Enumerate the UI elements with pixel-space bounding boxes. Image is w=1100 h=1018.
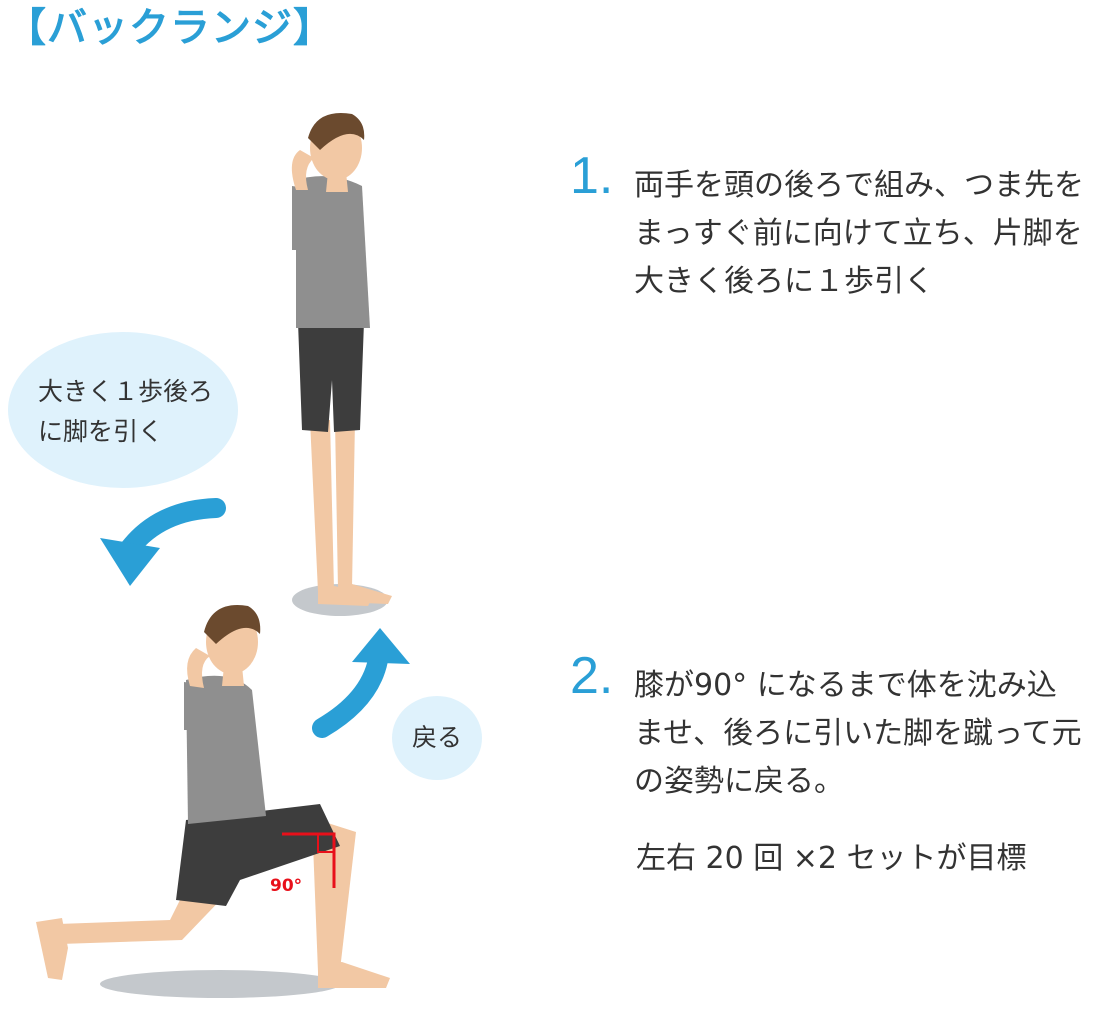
lunge-figure bbox=[36, 605, 390, 998]
step-line: 両手を頭の後ろで組み、つま先を bbox=[634, 168, 1084, 203]
step-line: まっすぐ前に向けて立ち、片脚を bbox=[634, 216, 1083, 251]
bubble-line: 大きく１歩後ろ bbox=[38, 377, 214, 406]
step-line: ませ、後ろに引いた脚を蹴って元 bbox=[634, 716, 1082, 751]
step-1-number: 1. bbox=[570, 147, 614, 205]
right-angle-marker bbox=[282, 832, 336, 888]
step-2-number: 2. bbox=[570, 647, 614, 705]
curved-arrow-down-left-icon bbox=[100, 498, 226, 586]
step-back-bubble bbox=[8, 332, 238, 488]
step-back-bubble-text: 大きく１歩後ろ に脚を引く bbox=[38, 372, 213, 452]
step-line: 大きく後ろに１歩引く bbox=[634, 264, 934, 299]
step-1-text: 両手を頭の後ろで組み、つま先を まっすぐ前に向けて立ち、片脚を 大きく後ろに１歩… bbox=[634, 162, 1100, 306]
page-title: 【バックランジ】 bbox=[6, 5, 334, 51]
step-2-text: 膝が90° になるまで体を沈み込 ませ、後ろに引いた脚を蹴って元 の姿勢に戻る。 bbox=[634, 662, 1100, 806]
step-line: 膝が90° になるまで体を沈み込 bbox=[634, 668, 1057, 703]
goal-text: 左右 20 回 ×2 セットが目標 bbox=[636, 841, 1027, 876]
return-bubble bbox=[392, 696, 482, 780]
bubble-line: に脚を引く bbox=[38, 417, 164, 446]
curved-arrow-up-right-icon bbox=[312, 628, 410, 738]
standing-figure bbox=[291, 113, 392, 616]
angle-label: 90° bbox=[270, 876, 303, 896]
return-bubble-text: 戻る bbox=[412, 723, 463, 752]
step-line: の姿勢に戻る。 bbox=[634, 764, 844, 799]
